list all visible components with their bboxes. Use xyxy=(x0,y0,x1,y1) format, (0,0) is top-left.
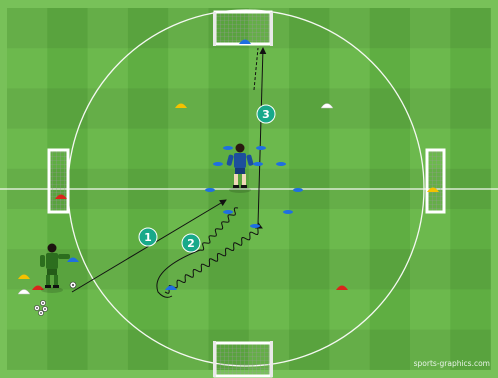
right-goal xyxy=(427,150,444,212)
blue-cone xyxy=(223,210,233,214)
step-marker-1: 1 xyxy=(139,228,157,246)
ball xyxy=(42,306,47,311)
ball xyxy=(38,310,43,315)
blue-cone xyxy=(293,188,303,192)
watermark: sports-graphics.com xyxy=(414,359,490,368)
blue-cone xyxy=(250,224,260,228)
step-marker-1-label: 1 xyxy=(144,231,152,244)
step-marker-3: 3 xyxy=(257,105,275,123)
blue-cone xyxy=(213,162,223,166)
ball xyxy=(70,282,76,288)
blue-cone xyxy=(253,162,263,166)
left-goal xyxy=(49,150,68,212)
blue-cone xyxy=(205,188,215,192)
blue-cone xyxy=(276,162,286,166)
ball xyxy=(34,305,39,310)
step-marker-2-label: 2 xyxy=(187,237,195,250)
step-marker-2: 2 xyxy=(182,234,200,252)
blue-cone xyxy=(256,146,266,150)
blue-cone xyxy=(283,210,293,214)
bottom-goal xyxy=(213,341,273,377)
blue-cone xyxy=(223,146,233,150)
ball xyxy=(40,300,45,305)
step-marker-3-label: 3 xyxy=(262,108,270,121)
